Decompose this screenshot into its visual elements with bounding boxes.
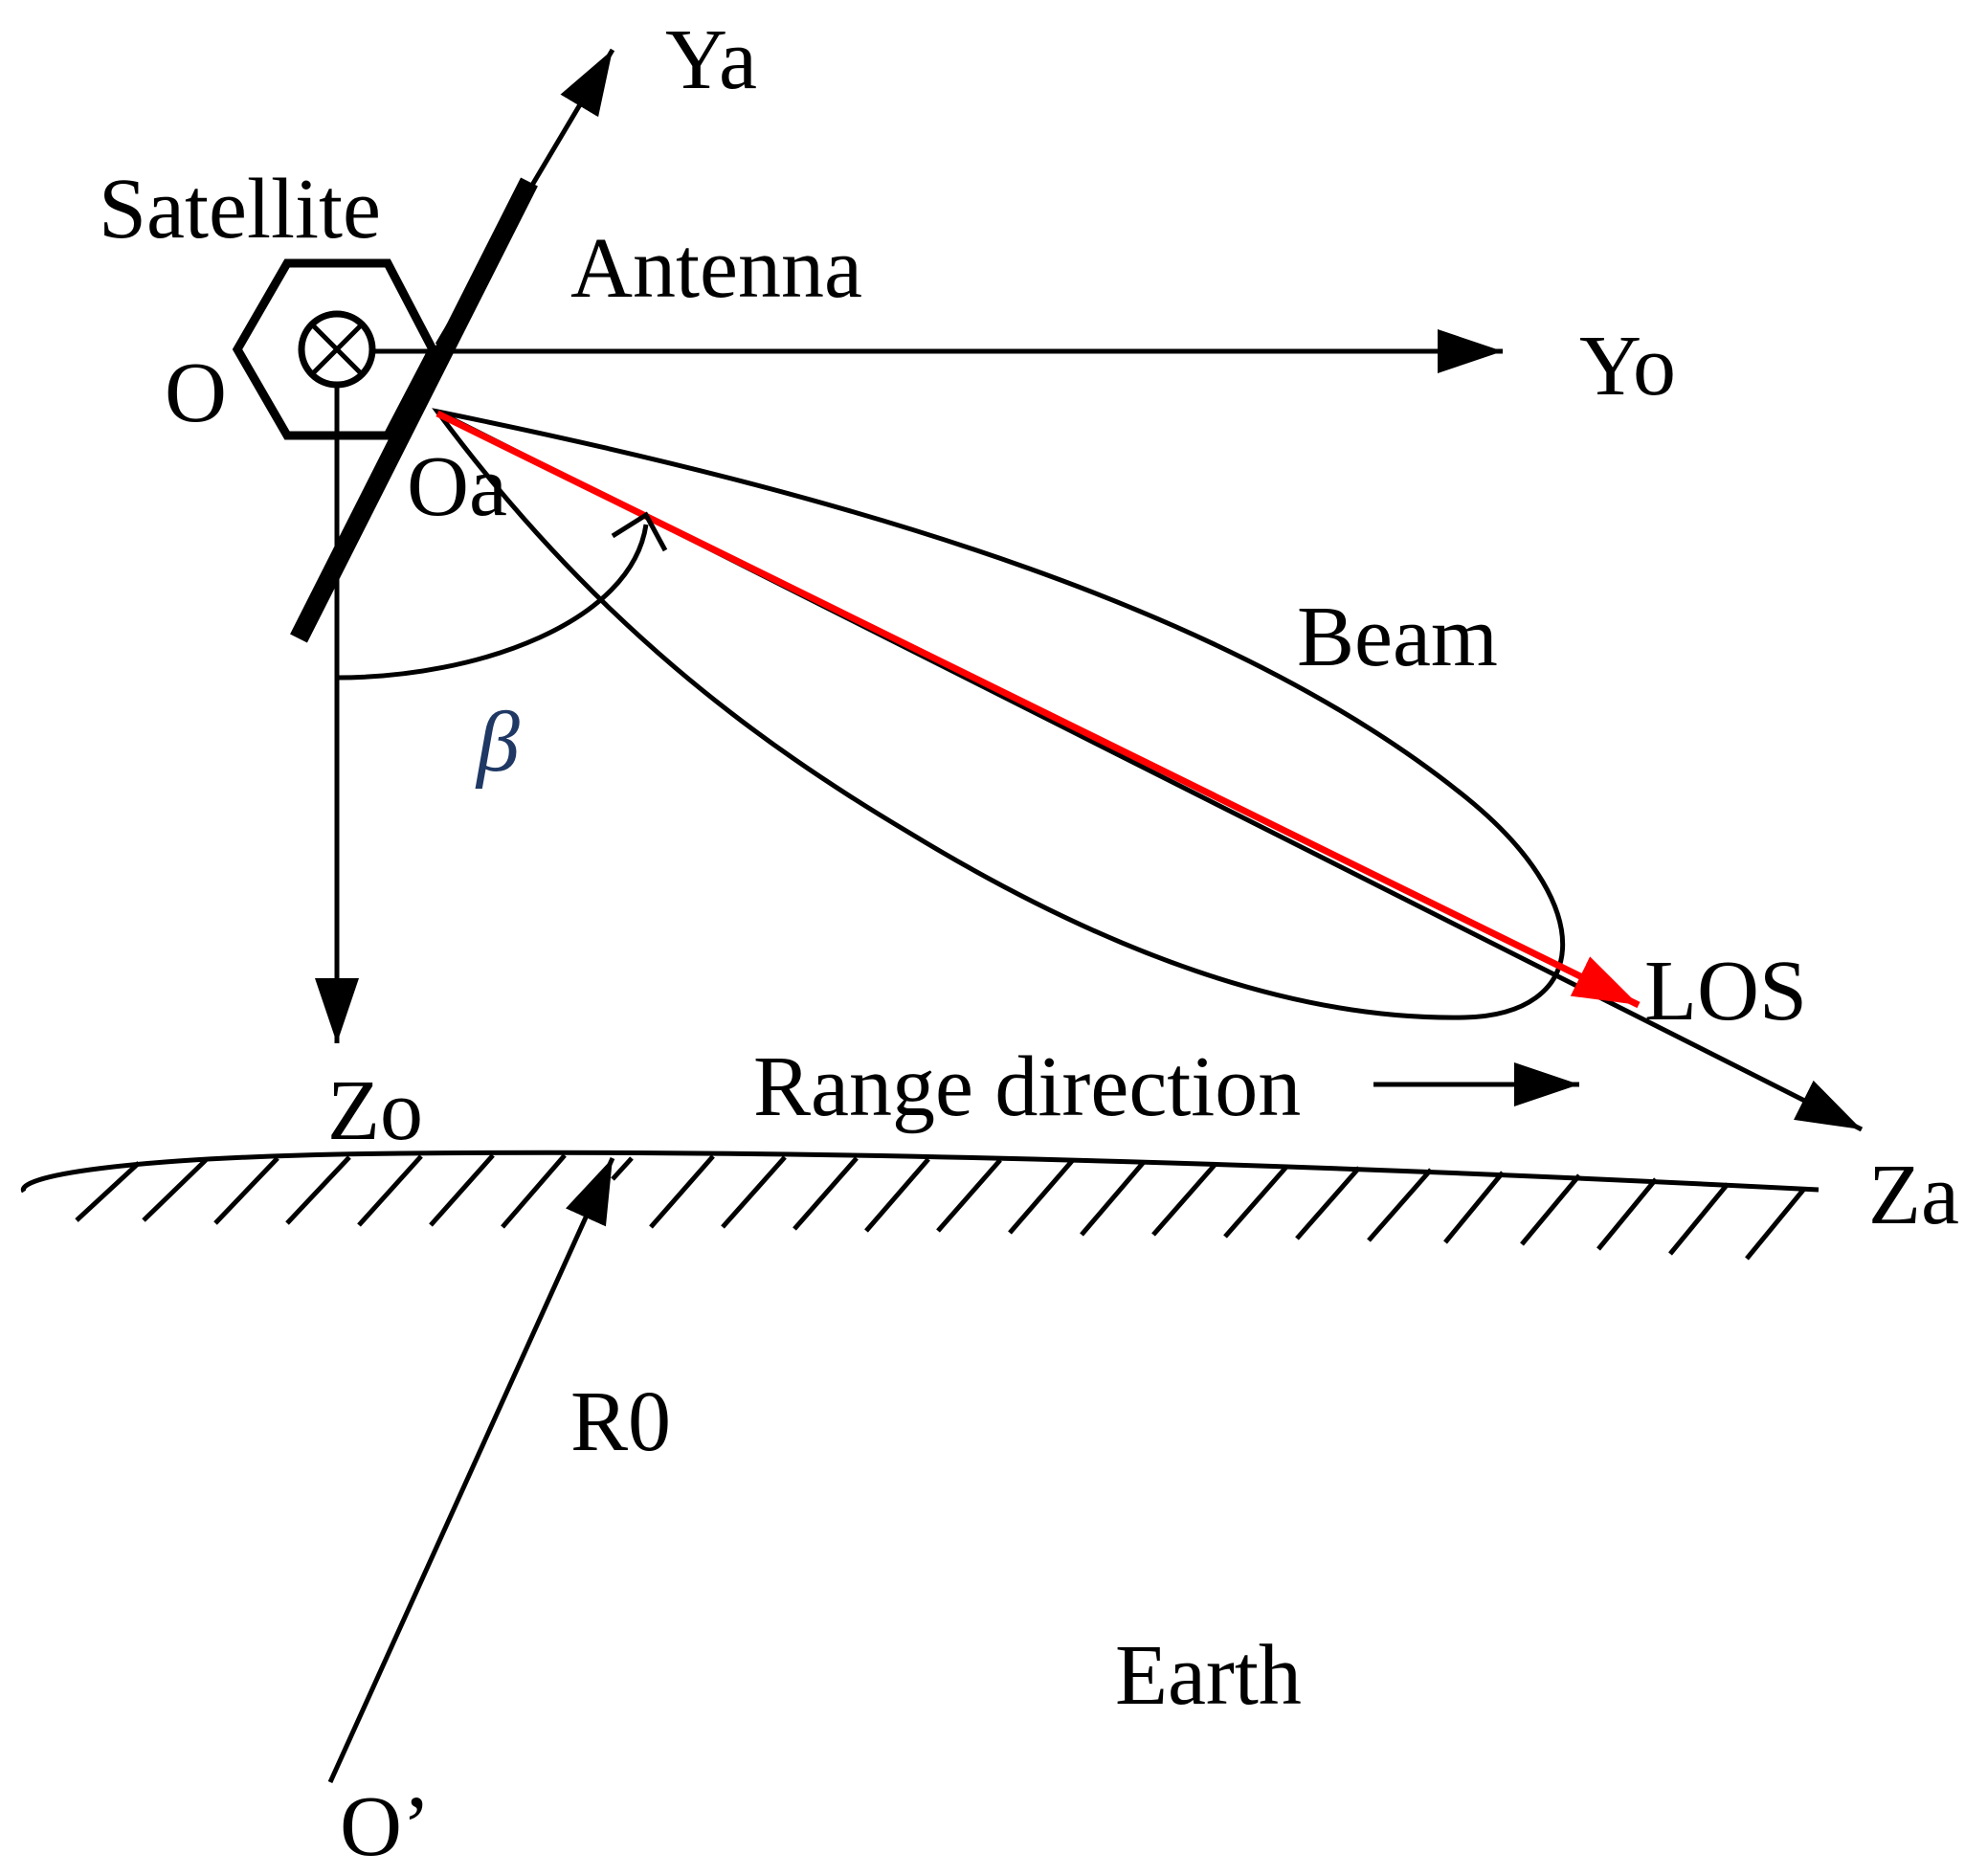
label-beam: Beam — [1297, 590, 1498, 684]
label-beta: β — [475, 695, 520, 790]
label-za: Za — [1868, 1148, 1959, 1242]
label-r0: R0 — [570, 1374, 671, 1469]
label-o-prime: O’ — [340, 1779, 431, 1874]
label-earth: Earth — [1115, 1628, 1302, 1723]
label-zo: Zo — [327, 1063, 423, 1158]
label-yo: Yo — [1579, 319, 1676, 413]
into-page-axis-icon — [298, 310, 376, 389]
earth-surface-line — [20, 1150, 1820, 1194]
satellite-hexagon-icon — [232, 258, 438, 440]
beam-lobe — [432, 408, 1566, 1020]
label-range-direction: Range direction — [753, 1039, 1301, 1134]
label-los: LOS — [1644, 944, 1807, 1038]
los-arrow — [435, 410, 1641, 1009]
label-ya: Ya — [665, 12, 757, 107]
r0-radius-arrow — [327, 1156, 615, 1784]
label-satellite: Satellite — [99, 162, 381, 257]
label-antenna: Antenna — [570, 221, 862, 316]
antenna-bar — [290, 177, 538, 643]
beta-angle-arc — [336, 524, 649, 681]
beta-arc-arrowhead — [611, 511, 668, 552]
earth-hatching — [75, 1153, 1806, 1261]
label-o: O — [165, 346, 227, 440]
label-oa: Oa — [407, 439, 507, 534]
